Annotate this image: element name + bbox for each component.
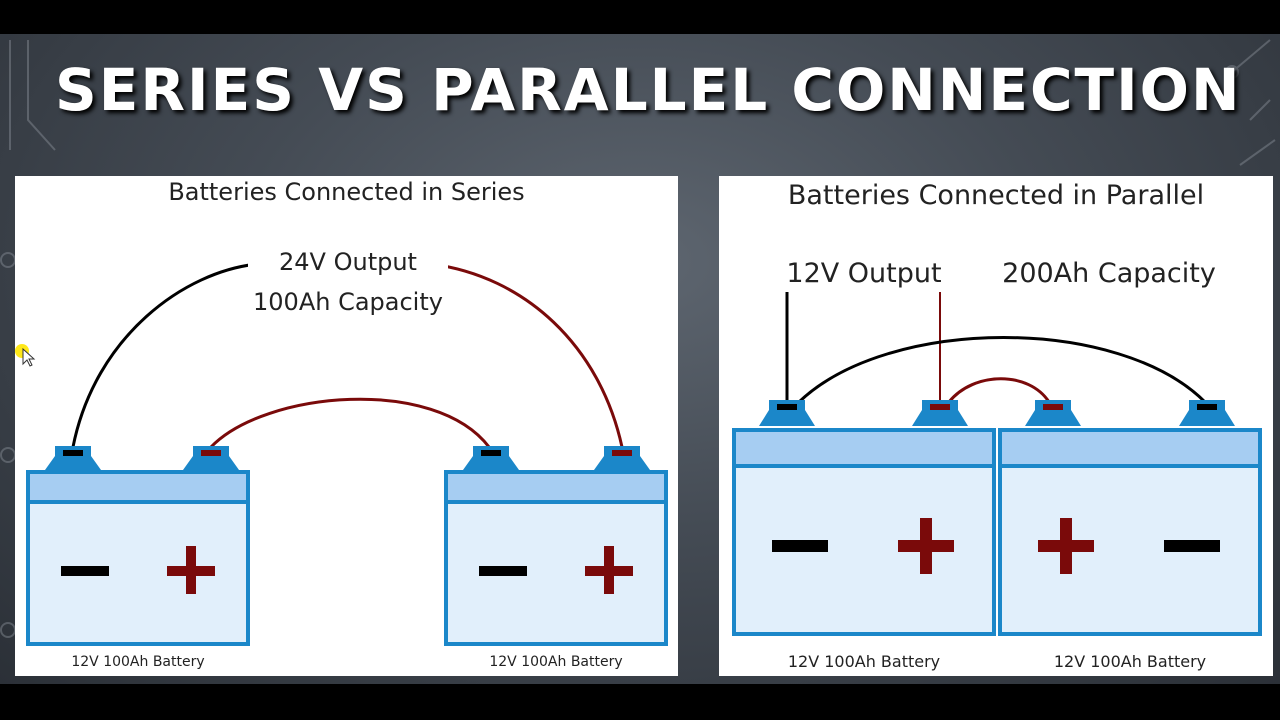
letterbox-top <box>0 0 1280 34</box>
parallel-diagram <box>732 292 1262 636</box>
minus-icon <box>772 540 828 552</box>
minus-icon <box>1164 540 1220 552</box>
plus-icon <box>585 546 633 594</box>
minus-icon <box>479 566 527 576</box>
series-link-wire <box>209 397 491 449</box>
parallel-heading: Batteries Connected in Parallel <box>787 180 1205 211</box>
parallel-panel: Batteries Connected in Parallel 12V Outp… <box>719 176 1273 676</box>
series-panel: Batteries Connected in Series 24V Output… <box>15 176 678 676</box>
minus-icon <box>61 566 109 576</box>
series-diagram <box>26 262 668 646</box>
parallel-battery-left-label: 12V 100Ah Battery <box>787 652 941 671</box>
parallel-battery-right-label: 12V 100Ah Battery <box>1053 652 1207 671</box>
plus-icon <box>898 518 954 574</box>
series-battery-right <box>444 446 668 646</box>
series-positive-wire <box>430 262 624 448</box>
plus-icon <box>167 546 215 594</box>
series-capacity-label: 100Ah Capacity <box>253 288 443 316</box>
plus-icon <box>1038 518 1094 574</box>
parallel-negative-bridge <box>797 336 1207 404</box>
parallel-output-label: 12V Output <box>786 258 942 289</box>
parallel-positive-bridge <box>947 377 1051 403</box>
series-battery-right-label: 12V 100Ah Battery <box>489 654 623 670</box>
cursor-icon <box>15 344 36 367</box>
parallel-battery-right <box>998 400 1262 636</box>
slide-title: SERIES VS PARALLEL CONNECTION <box>55 56 1242 124</box>
letterbox-bottom <box>0 684 1280 720</box>
series-heading: Batteries Connected in Series <box>168 178 525 206</box>
parallel-battery-left <box>732 400 996 636</box>
series-output-label: 24V Output <box>248 248 448 276</box>
series-negative-wire <box>71 262 259 448</box>
parallel-capacity-label: 200Ah Capacity <box>1002 258 1216 289</box>
series-battery-left-label: 12V 100Ah Battery <box>71 654 205 670</box>
series-battery-left <box>26 446 250 646</box>
